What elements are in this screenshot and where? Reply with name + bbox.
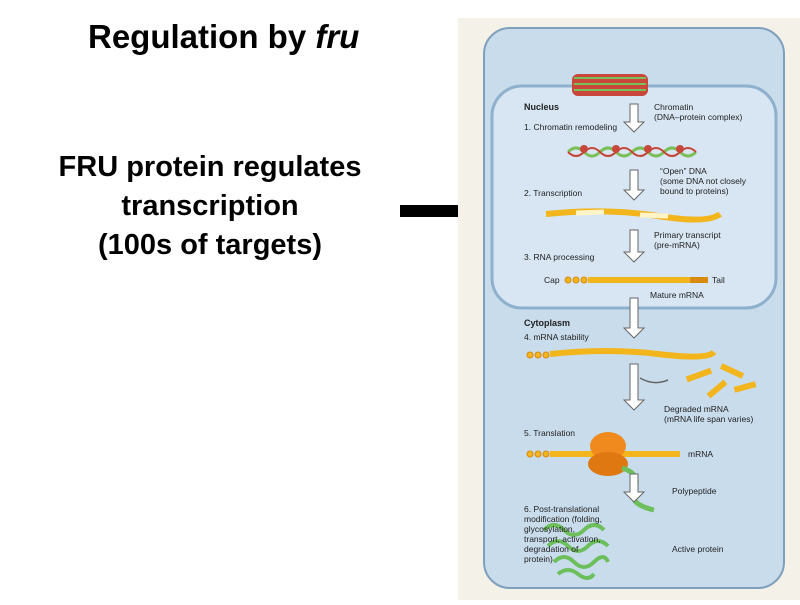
step-6-line-4: transport, activation, xyxy=(524,534,601,544)
chromatin-label-1: Chromatin xyxy=(654,102,693,112)
open-dna-label-1: “Open” DNA xyxy=(660,166,707,176)
active-protein-label: Active protein xyxy=(672,544,724,554)
title-prefix: Regulation by xyxy=(88,18,316,55)
step-6-line-5: degradation of xyxy=(524,544,579,554)
chromatin-coil xyxy=(572,74,648,96)
claim-line-1: FRU protein regulates xyxy=(58,151,362,183)
step-6-line-6: protein) xyxy=(524,554,553,564)
mature-mrna-label: Mature mRNA xyxy=(650,290,704,300)
claim-text: FRU protein regulates transcription (100… xyxy=(10,148,410,265)
degradation-arrow xyxy=(639,377,669,384)
step-1-label: 1. Chromatin remodeling xyxy=(524,122,617,132)
slide-title: Regulation by fru xyxy=(88,18,359,56)
step-6-line-3: glycosylation, xyxy=(524,524,575,534)
tail-label: Tail xyxy=(712,275,725,285)
translation-complex xyxy=(526,432,680,513)
cytoplasm-label: Cytoplasm xyxy=(524,318,570,328)
mature-mrna xyxy=(564,276,708,284)
claim-line-2: transcription xyxy=(121,190,299,222)
step-2-label: 2. Transcription xyxy=(524,188,582,198)
primary-transcript-label-2: (pre-mRNA) xyxy=(654,240,700,250)
active-protein xyxy=(542,523,610,580)
claim-line-3: (100s of targets) xyxy=(97,229,322,261)
nucleus-label: Nucleus xyxy=(524,102,559,112)
polypeptide-label: Polypeptide xyxy=(672,486,717,496)
step-5-label: 5. Translation xyxy=(524,428,575,438)
degraded-mrna-label-1: Degraded mRNA xyxy=(664,404,729,414)
gene-expression-diagram: Nucleus Cytoplasm Chromatin (DNA–protein… xyxy=(458,18,800,600)
step-3-label: 3. RNA processing xyxy=(524,252,595,262)
open-dna-label-2: (some DNA not closely xyxy=(660,176,747,186)
cap-label: Cap xyxy=(544,275,560,285)
degraded-mrna-fragments xyxy=(685,363,757,399)
primary-transcript xyxy=(545,208,722,223)
primary-transcript-label-1: Primary transcript xyxy=(654,230,721,240)
mrna-label: mRNA xyxy=(688,449,713,459)
title-gene: fru xyxy=(315,18,360,55)
step-4-label: 4. mRNA stability xyxy=(524,332,589,342)
step-6-line-2: modification (folding, xyxy=(524,514,602,524)
gene-expression-figure: Nucleus Cytoplasm Chromatin (DNA–protein… xyxy=(458,18,800,600)
step-6-line-1: 6. Post-translational xyxy=(524,504,599,514)
open-dna-label-3: bound to proteins) xyxy=(660,186,729,196)
chromatin-label-2: (DNA–protein complex) xyxy=(654,112,743,122)
open-dna xyxy=(566,145,698,158)
process-arrows xyxy=(622,103,646,503)
degraded-mrna-label-2: (mRNA life span varies) xyxy=(664,414,753,424)
cytoplasmic-mrna xyxy=(526,348,717,360)
